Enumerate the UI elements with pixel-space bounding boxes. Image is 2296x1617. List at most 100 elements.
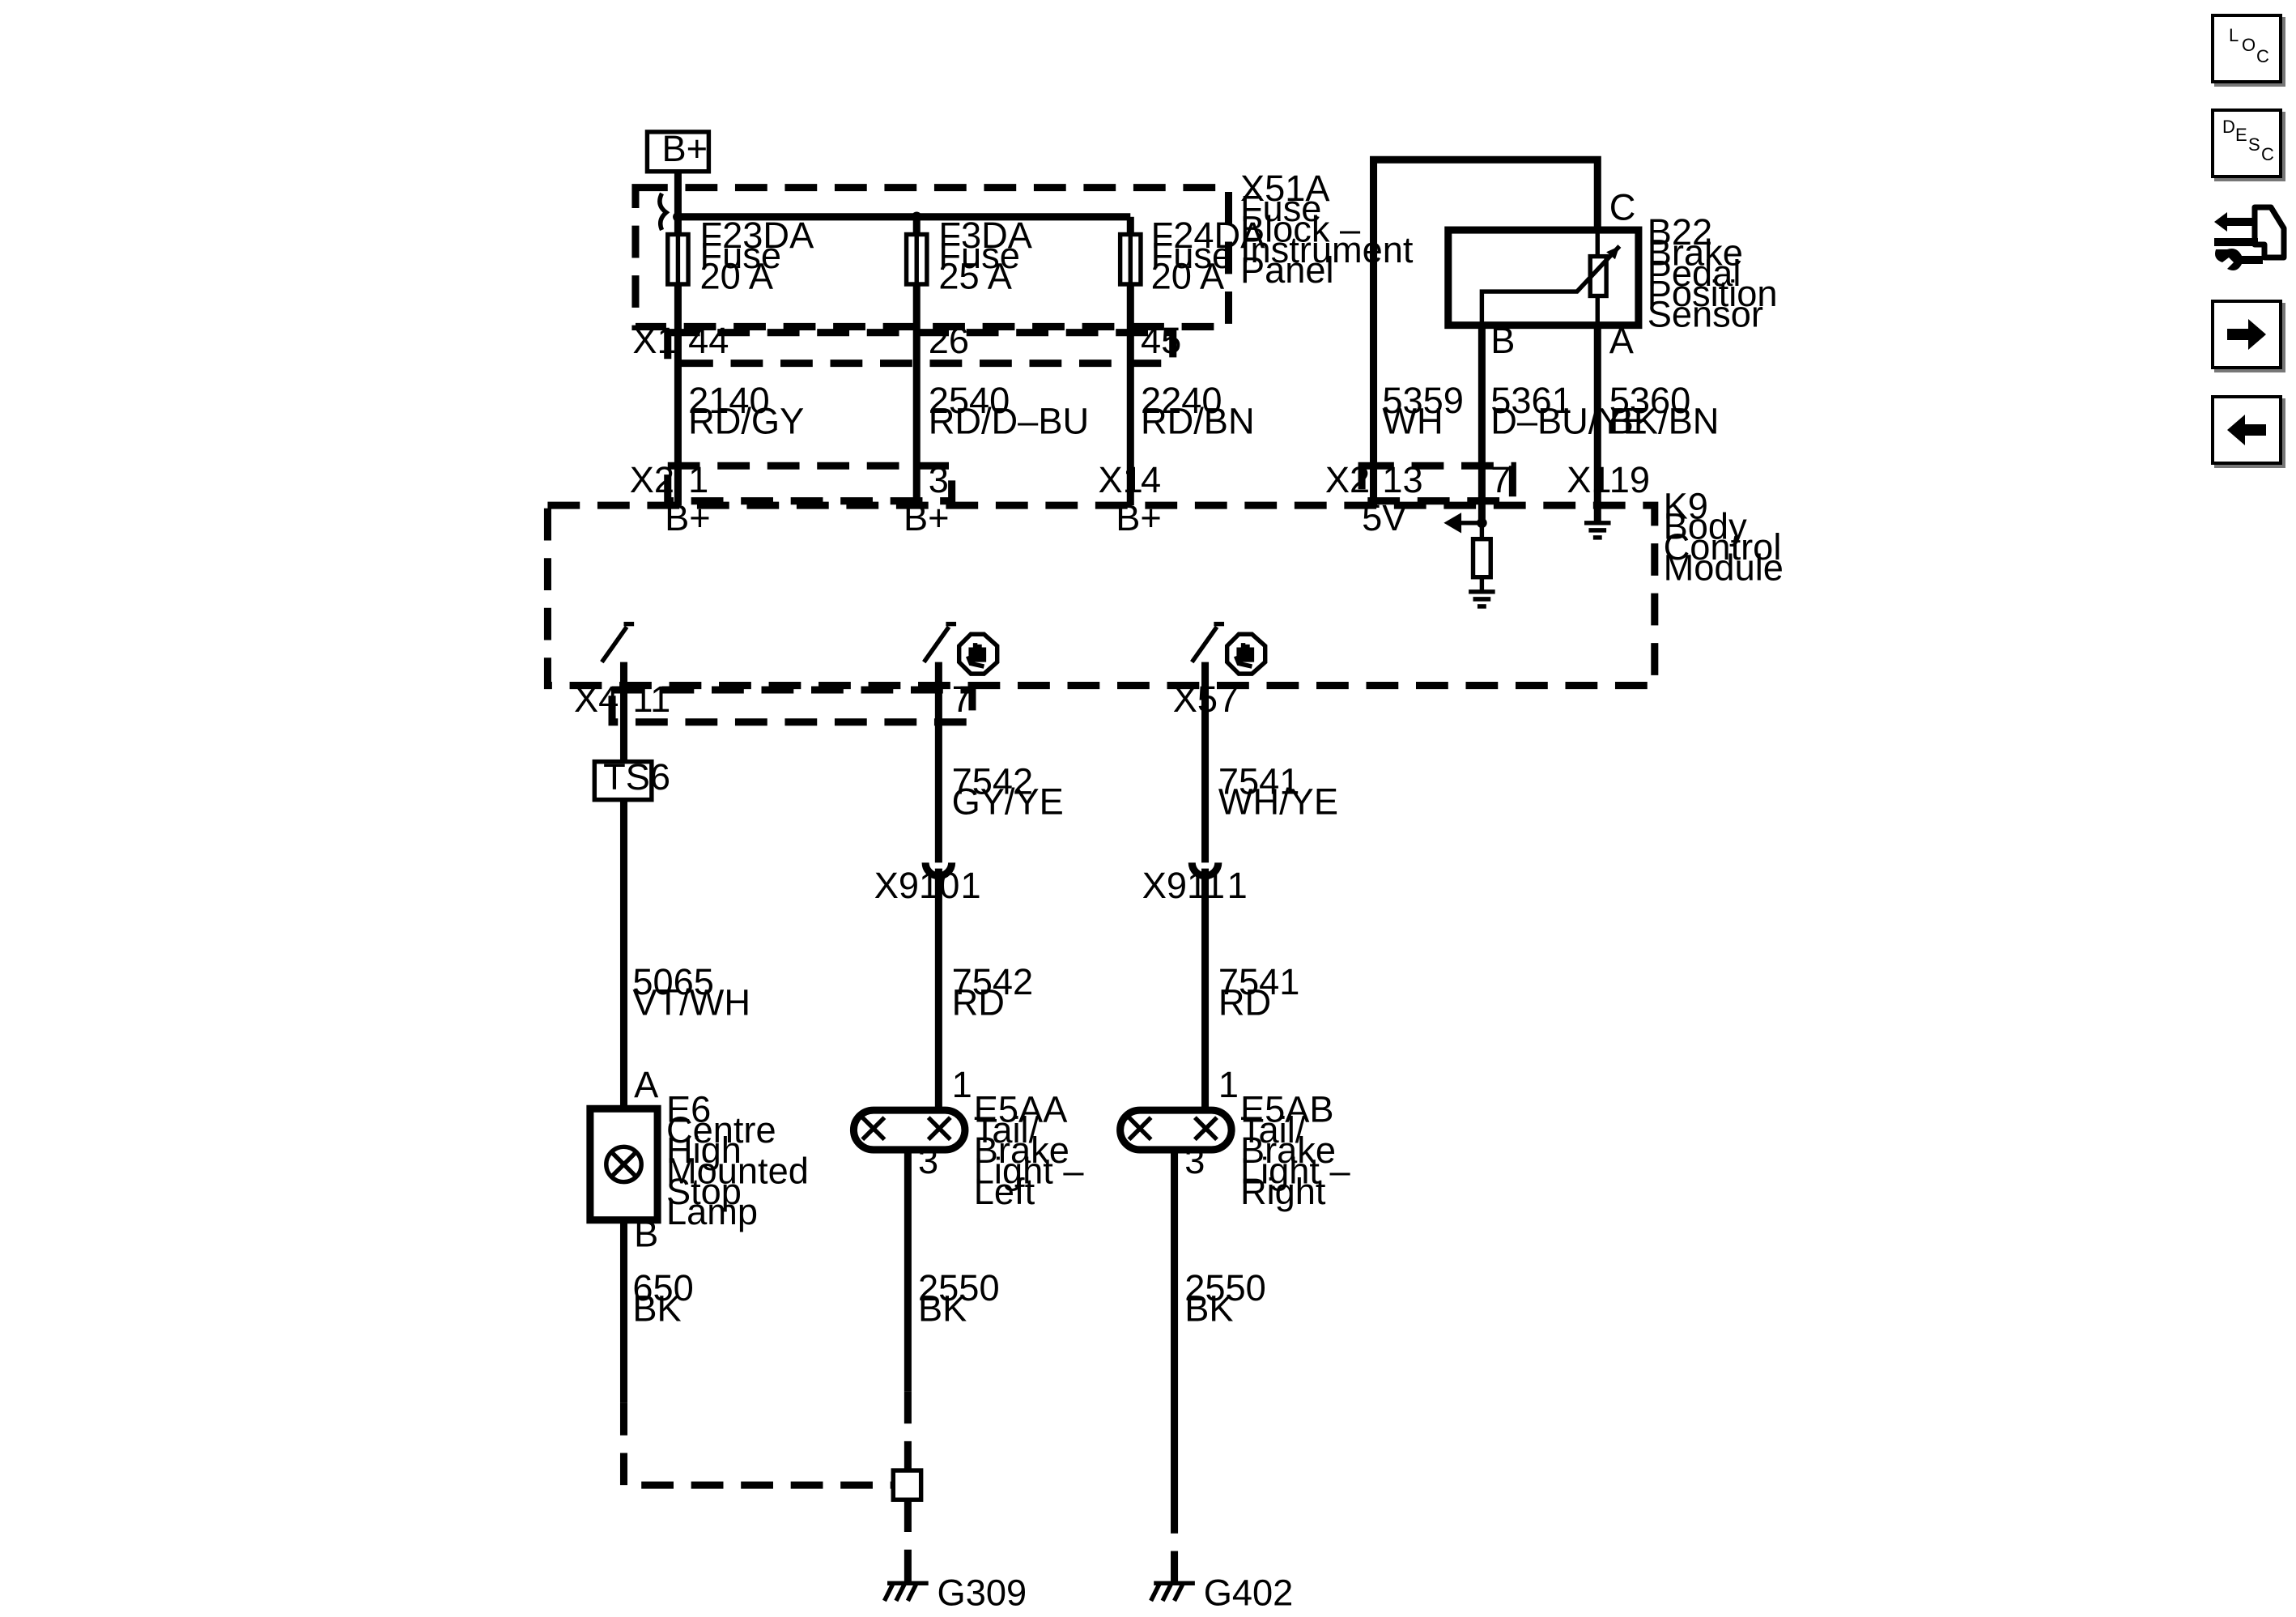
svg-text:E5AB: E5AB — [1240, 1089, 1334, 1130]
bcm-in-pin-3: 3 — [929, 459, 949, 500]
connector-tool-icon — [2214, 204, 2287, 270]
svg-text:Stop: Stop — [666, 1171, 742, 1212]
wire-2540-color: RD/D–BU — [929, 400, 1089, 441]
bcm-output-switch-2 — [922, 621, 957, 664]
ground-g309-label: G309 — [938, 1572, 1027, 1613]
svg-text:Fuse: Fuse — [1151, 235, 1233, 276]
stop-hand-icon — [956, 632, 1000, 676]
left-lamp-label: E5AA Tail/ Brake Light – Left — [974, 1089, 1085, 1212]
bcm-in-connector-x1b: X1 — [1567, 459, 1611, 500]
bcm-in-pin-7: 7 — [1490, 459, 1511, 500]
ground-g402-label: G402 — [1204, 1572, 1294, 1613]
bcm-b-plus-1: B+ — [665, 497, 711, 538]
wire-2550-left-color: BK — [918, 1288, 967, 1330]
description-button[interactable]: D E S C — [2211, 109, 2282, 178]
location-button[interactable]: L O C — [2211, 14, 2282, 83]
inline-x911-pin: 1 — [1227, 865, 1248, 906]
svg-text:Mounted: Mounted — [666, 1151, 809, 1192]
wire-7541a-color: WH/YE — [1218, 781, 1338, 823]
wire-650-color: BK — [632, 1288, 681, 1330]
brake-pedal-sensor — [1444, 226, 1643, 330]
bcm-out-connector-x4: X4 — [574, 679, 619, 720]
tail-brake-light-left — [849, 1106, 969, 1154]
battery-supply-label: B+ — [662, 128, 708, 169]
wire-5361-circuit: 5361 — [1490, 380, 1572, 421]
wire-7542a-color: GY/YE — [952, 781, 1064, 823]
ground-g402-icon — [1149, 1581, 1195, 1602]
svg-text:Light –: Light – — [1240, 1151, 1351, 1192]
bcm-x4-connector — [608, 686, 976, 726]
wire-7542b-circuit: 7542 — [952, 961, 1034, 1002]
bcm-x2-connector-left — [664, 462, 956, 505]
wire-2140-circuit: 2140 — [688, 380, 770, 421]
right-lamp-pin-3: 3 — [1184, 1140, 1205, 1181]
svg-text:F3DA: F3DA — [938, 215, 1032, 256]
svg-text:Instrument: Instrument — [1240, 229, 1414, 270]
svg-text:Tail/: Tail/ — [1240, 1109, 1306, 1151]
fuse-f23da: F23DA Fuse 20 A — [665, 215, 814, 296]
next-page-button[interactable] — [2211, 300, 2282, 369]
desc-letter-s: S — [2248, 134, 2260, 155]
svg-text:F24DA: F24DA — [1151, 215, 1266, 256]
svg-text:Panel: Panel — [1240, 249, 1334, 291]
bcm-in-connector-x2: X2 — [630, 459, 674, 500]
bcm-out-pin-7a: 7 — [952, 679, 972, 720]
svg-text:E6: E6 — [666, 1089, 711, 1130]
svg-text:Fuse: Fuse — [700, 235, 781, 276]
stop-lamp-pin-b: B — [634, 1213, 658, 1254]
bcm-x2-connector-right — [1358, 462, 1516, 505]
svg-text:B22: B22 — [1648, 211, 1712, 253]
svg-text:Body: Body — [1664, 506, 1747, 547]
bcm-b-plus-3: B+ — [1116, 497, 1162, 538]
svg-text:Centre: Centre — [666, 1109, 776, 1151]
sensor-pin-a: A — [1609, 320, 1635, 361]
signal-input-arrow-icon — [1444, 513, 1462, 534]
right-lamp-pin-1: 1 — [1218, 1064, 1239, 1105]
inline-x911-label: X911 — [1142, 865, 1225, 906]
svg-text:Tail/: Tail/ — [974, 1109, 1040, 1151]
svg-text:E5AA: E5AA — [974, 1089, 1068, 1130]
left-lamp-pin-1: 1 — [952, 1064, 972, 1105]
bcm-label: K9 Body Control Module — [1664, 485, 1784, 588]
wire-5361-color: D–BU/YE — [1490, 400, 1647, 441]
bcm-in-connector-x1: X1 — [1099, 459, 1143, 500]
body-control-module — [543, 501, 1659, 690]
fuse-block-outline — [631, 184, 1232, 330]
wire-5359-circuit: 5359 — [1382, 380, 1464, 421]
inline-x910-label: X910 — [874, 865, 960, 906]
bcm-output-switch-1 — [600, 621, 635, 664]
svg-text:Block –: Block – — [1240, 209, 1361, 250]
svg-text:Brake: Brake — [1240, 1130, 1336, 1171]
stop-lamp-label: E6 Centre High Mounted Stop Lamp — [666, 1089, 809, 1233]
wire-5359 — [1370, 155, 1601, 506]
bcm-out-pin-11: 11 — [632, 679, 670, 720]
svg-text:K9: K9 — [1664, 485, 1708, 526]
svg-text:20 A: 20 A — [1151, 255, 1225, 296]
left-lamp-pin-3: 3 — [918, 1140, 938, 1181]
fuse-pin-44: 44 — [688, 320, 729, 361]
svg-text:Position: Position — [1648, 273, 1778, 314]
fuse-pin-26: 26 — [929, 320, 969, 361]
wire-2550-right-color: BK — [1184, 1288, 1233, 1330]
wire-7542a-circuit: 7542 — [952, 760, 1034, 802]
svg-text:Brake: Brake — [1648, 232, 1743, 273]
svg-text:Light –: Light – — [974, 1151, 1085, 1192]
svg-text:Fuse: Fuse — [1240, 188, 1322, 229]
bcm-out-pin-7b: 7 — [1218, 679, 1239, 720]
bcm-b-plus-2: B+ — [904, 497, 950, 538]
fuse-pin-45: 45 — [1141, 320, 1181, 361]
bcm-in-connector-x2b: X2 — [1325, 459, 1370, 500]
connector-tool-button[interactable] — [2209, 201, 2287, 275]
svg-text:Pedal: Pedal — [1648, 253, 1741, 294]
wire-2140-color: RD/GY — [688, 400, 804, 441]
wire-7542b-color: RD — [952, 982, 1005, 1023]
loc-letter-o: O — [2242, 35, 2256, 55]
wire-7541a-circuit: 7541 — [1218, 760, 1300, 802]
bcm-in-pin-1: 1 — [688, 459, 708, 500]
wire-5360-color: BK/BN — [1609, 400, 1720, 441]
forward-arrow-icon — [2227, 319, 2266, 350]
previous-page-button[interactable] — [2211, 395, 2282, 465]
pull-down-resistor — [1470, 536, 1493, 580]
ground-splice-block — [891, 1468, 924, 1502]
